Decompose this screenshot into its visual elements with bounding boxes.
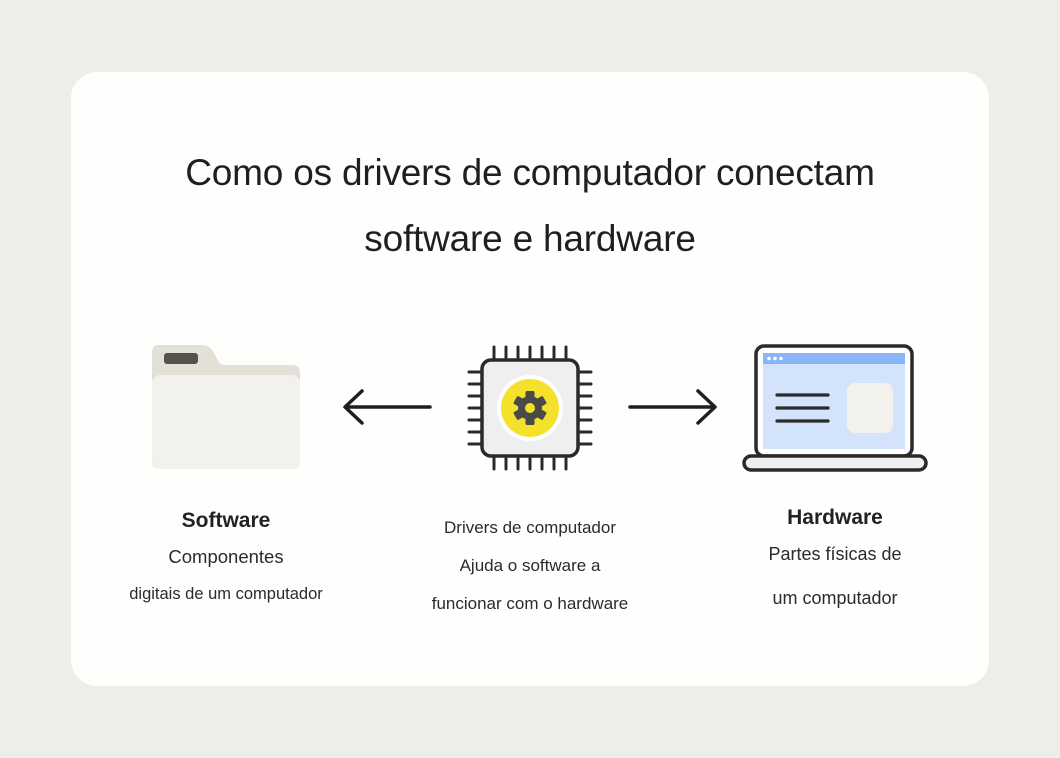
drivers-caption: Drivers de computador Ajuda o software a…	[398, 509, 662, 623]
software-description-line-1: Componentes	[168, 546, 284, 567]
title-line-1: Como os drivers de computador conectam	[185, 152, 875, 193]
software-description-line-2: digitais de um computador	[129, 585, 323, 603]
title-line-2: software e hardware	[364, 218, 696, 259]
page-title: Como os drivers de computador conectam s…	[0, 140, 1060, 272]
hardware-description-line-2: um computador	[772, 588, 898, 608]
software-heading: Software	[181, 509, 271, 532]
drivers-description-line-2: funcionar com o hardware	[431, 594, 629, 613]
laptop-icon	[742, 344, 928, 472]
arrow-left-icon	[343, 389, 432, 425]
drivers-label: Drivers de computador	[444, 518, 616, 537]
folder-icon	[152, 345, 300, 469]
drivers-description-line-1: Ajuda o software a	[459, 556, 601, 575]
hardware-heading: Hardware	[787, 506, 883, 529]
hardware-caption: Hardware Partes físicas de um computador	[710, 505, 960, 617]
software-caption: Software Componentes digitais de um comp…	[96, 508, 356, 606]
hardware-description-line-1: Partes físicas de	[768, 544, 902, 564]
chip-gear-icon	[467, 345, 593, 471]
arrow-right-icon	[628, 389, 717, 425]
